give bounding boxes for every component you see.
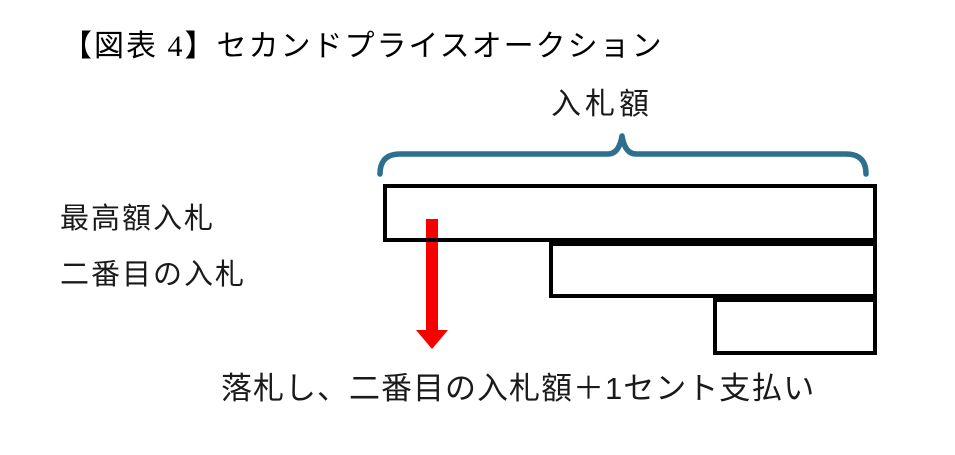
row-label-highest-bid: 最高額入札 xyxy=(60,203,216,235)
down-arrow-icon xyxy=(416,219,448,349)
row-label-second-bid: 二番目の入札 xyxy=(60,259,247,291)
bar-third-bid xyxy=(713,298,877,355)
brace-icon xyxy=(377,133,869,177)
annotation-text: 落札し、二番目の入札額＋1セント支払い xyxy=(221,371,816,406)
bid-amount-label: 入札額 xyxy=(551,88,653,121)
bar-second-bid xyxy=(549,242,877,298)
bar-highest-bid xyxy=(383,184,877,242)
figure-title: 【図表 4】セカンドプライスオークション xyxy=(62,30,664,63)
